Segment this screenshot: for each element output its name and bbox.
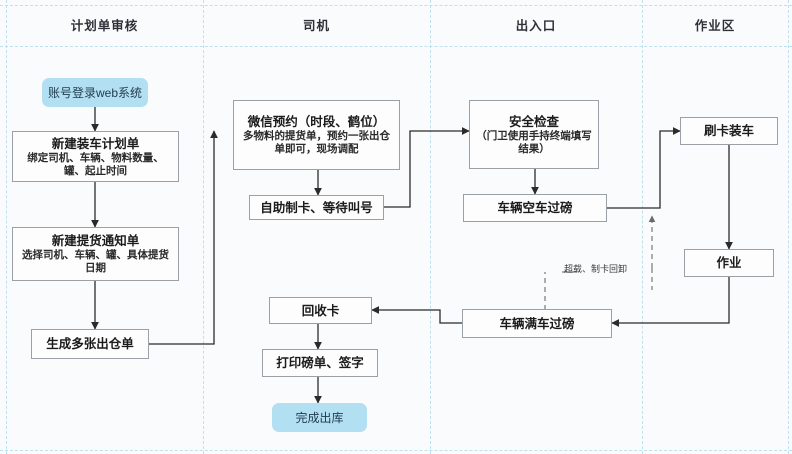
edge-label-overload-return: 超载、制卡回卸 — [564, 264, 628, 274]
node-safety-check-title: 安全检查 — [508, 114, 559, 129]
node-finish-outbound-title: 完成出库 — [295, 410, 344, 425]
node-wechat-booking-subtitle: 多物料的提货单，预约一张出仓单即可，现场调配 — [243, 130, 390, 155]
node-weigh-empty-vehicle-title: 车辆空车过磅 — [497, 201, 573, 215]
node-safety-check-subtitle: （门卫使用手持终端填写结果） — [476, 129, 592, 155]
node-new-pickup-notice[interactable]: 新建提货通知单 选择司机、车辆、罐、具体提货日期 — [12, 227, 179, 281]
edge-weighfull-to-recycle — [371, 306, 462, 324]
node-generate-outbound-orders-title: 生成多张出仓单 — [46, 337, 134, 351]
node-new-loading-plan[interactable]: 新建装车计划单 绑定司机、车辆、物料数量、罐、起止时间 — [12, 131, 179, 182]
node-weigh-full-vehicle[interactable]: 车辆满车过磅 — [462, 309, 612, 338]
node-wechat-booking[interactable]: 微信预约（时段、鹤位） 多物料的提货单，预约一张出仓单即可，现场调配 — [233, 100, 400, 170]
node-generate-outbound-orders[interactable]: 生成多张出仓单 — [31, 329, 149, 359]
lane-bottom-rule — [0, 450, 792, 451]
edge-weighempty-to-swipe — [607, 127, 681, 209]
node-new-loading-plan-title: 新建装车计划单 — [51, 136, 140, 151]
node-self-service-card[interactable]: 自助制卡、等待叫号 — [249, 195, 384, 220]
node-finish-outbound[interactable]: 完成出库 — [272, 403, 367, 432]
node-swipe-card-loading[interactable]: 刷卡装车 — [680, 117, 778, 145]
node-swipe-card-loading-title: 刷卡装车 — [703, 124, 754, 138]
node-self-service-card-title: 自助制卡、等待叫号 — [260, 200, 373, 215]
node-print-weight-slip-title: 打印磅单、签字 — [276, 356, 364, 370]
node-operation[interactable]: 作业 — [684, 249, 774, 277]
lane-header-work: 作业区 — [694, 19, 736, 33]
lane-divider-2 — [430, 0, 431, 454]
node-login-title: 账号登录web系统 — [47, 85, 142, 100]
lane-divider-1 — [203, 0, 204, 454]
lane-divider-right — [788, 0, 789, 454]
node-print-weight-slip[interactable]: 打印磅单、签字 — [262, 349, 378, 377]
lane-divider-3 — [642, 0, 643, 454]
lane-header-bottom-rule — [0, 46, 792, 47]
node-login[interactable]: 账号登录web系统 — [42, 78, 148, 107]
node-new-pickup-notice-subtitle: 选择司机、车辆、罐、具体提货日期 — [22, 249, 169, 274]
lane-header-top-rule — [0, 5, 792, 6]
node-recycle-card-title: 回收卡 — [301, 303, 340, 318]
node-safety-check[interactable]: 安全检查 （门卫使用手持终端填写结果） — [469, 100, 599, 169]
node-operation-title: 作业 — [716, 256, 742, 270]
node-weigh-empty-vehicle[interactable]: 车辆空车过磅 — [463, 194, 607, 222]
lane-header-gate: 出入口 — [515, 19, 557, 33]
node-recycle-card[interactable]: 回收卡 — [269, 297, 372, 324]
node-wechat-booking-title: 微信预约（时段、鹤位） — [247, 115, 386, 129]
node-weigh-full-vehicle-title: 车辆满车过磅 — [499, 316, 575, 331]
lane-header-driver: 司机 — [302, 19, 330, 33]
node-new-loading-plan-subtitle: 绑定司机、车辆、物料数量、罐、起止时间 — [27, 151, 164, 177]
node-new-pickup-notice-title: 新建提货通知单 — [51, 234, 140, 248]
lane-divider-left — [6, 0, 7, 454]
lane-header-plan: 计划单审核 — [70, 19, 139, 33]
edge-operation-to-weighfull — [611, 277, 730, 327]
